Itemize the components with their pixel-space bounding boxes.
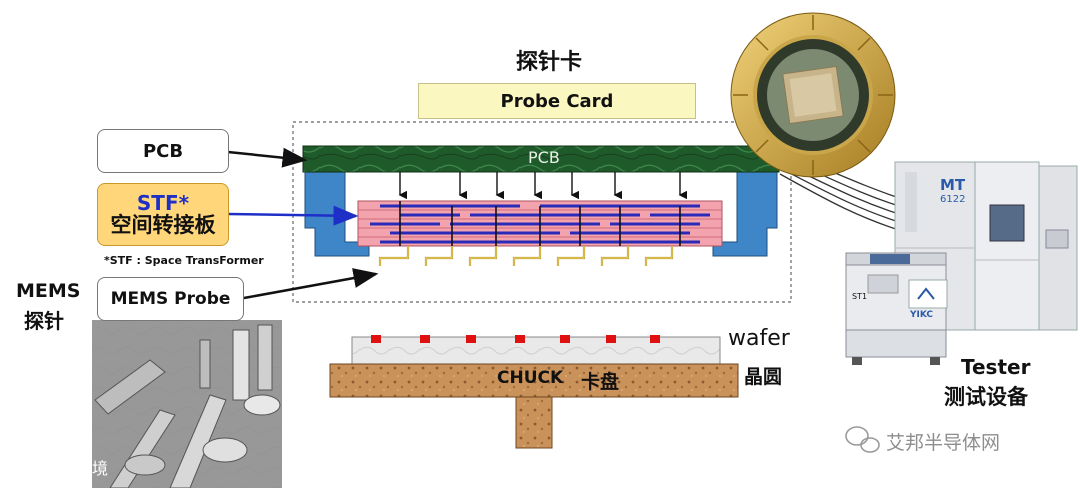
tester-machine: [894, 161, 1078, 331]
mems-probe-tips-hl: [379, 246, 673, 266]
arrow-mems: [243, 268, 379, 300]
arrow-stf: [227, 205, 359, 226]
stf-label: STF*: [136, 190, 190, 215]
mems-label-cn-line1: MEMS: [16, 280, 81, 302]
tester-label: Tester: [961, 355, 1031, 379]
pcb-stf-pins: [398, 172, 687, 200]
wechat-watermark-icon: [845, 426, 880, 453]
probe-card-photo: [730, 12, 896, 178]
tester-model: MT: [940, 176, 966, 194]
pcb-label-box: PCB: [97, 129, 229, 173]
mems-probe-label-box: MEMS Probe: [97, 277, 244, 321]
handler-machine: [845, 252, 948, 365]
mems-sem-image: [92, 320, 282, 488]
stf-vias: [399, 201, 681, 246]
chuck-label: CHUCK: [497, 368, 564, 388]
probe-card-label-box: Probe Card: [418, 83, 696, 119]
watermark-left: 大数跨境: [44, 459, 109, 478]
probe-card-outline: [292, 121, 792, 303]
tester-label-cn: 测试设备: [944, 385, 1028, 409]
stf-label-box: STF* 空间转接板: [97, 183, 229, 246]
chuck-label-cn: 卡盘: [581, 371, 620, 393]
chuck-top: [329, 363, 739, 398]
stf-footnote: *STF : Space TransFormer: [104, 254, 264, 267]
probe-card-label: Probe Card: [500, 90, 614, 112]
right-holder: [712, 169, 778, 257]
wafer-label: wafer: [728, 326, 790, 351]
wafer-label-cn: 晶圆: [744, 366, 783, 388]
tester-model-number: 6122: [940, 194, 966, 205]
mems-label-cn-line2: 探针: [24, 309, 64, 333]
wafer-pads: [371, 335, 660, 343]
chuck-stem: [515, 396, 553, 449]
wafer: [351, 336, 721, 366]
stf-label-cn: 空间转接板: [110, 212, 216, 237]
probe-card-title-cn: 探针卡: [516, 50, 583, 75]
watermark-right: 艾邦半导体网: [886, 432, 1001, 454]
pcb-bar-label: PCB: [528, 148, 560, 167]
left-watermark-icon: [10, 454, 38, 474]
handler-brand: YIKC: [910, 310, 934, 320]
pcb-label: PCB: [142, 140, 184, 162]
mems-probe-label: MEMS Probe: [110, 289, 231, 309]
handler-label: ST1: [852, 292, 868, 301]
pcb-bar: [302, 145, 780, 173]
arrow-pcb: [227, 147, 308, 168]
